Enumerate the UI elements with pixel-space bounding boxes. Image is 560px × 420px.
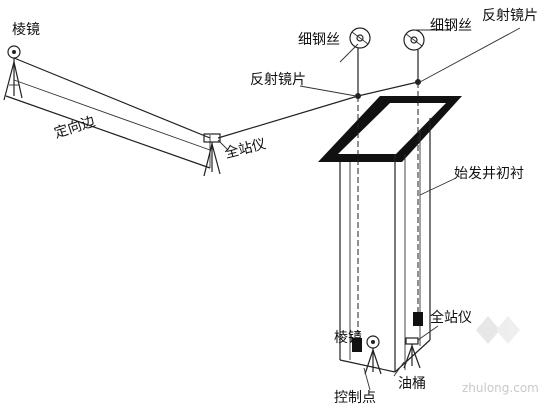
- wire-reel-icon: [403, 29, 425, 82]
- sight-line-to-reflector: [217, 81, 419, 139]
- watermark-text: zhulong.com: [462, 381, 539, 395]
- label-steel-wire-1: 细钢丝: [298, 32, 340, 48]
- total-station-tripod-icon: [203, 133, 221, 177]
- label-prism-bottom: 棱镜: [334, 330, 362, 346]
- label-shaft-lining: 始发井初衬: [454, 165, 524, 182]
- label-reflector-mid: 反射镜片: [250, 72, 306, 88]
- label-oil-drum: 油桶: [398, 376, 426, 392]
- oil-drum-icon: [352, 312, 423, 352]
- prism-tripod-icon: [3, 45, 23, 101]
- label-reflector-top: 反射镜片: [482, 8, 538, 24]
- total-station-tripod-icon: [403, 325, 439, 369]
- label-total-station-top: 全站仪: [223, 135, 268, 162]
- shaft-walls: [339, 118, 431, 373]
- label-control-point: 控制点: [334, 390, 376, 406]
- prism-tripod-icon: [364, 335, 382, 375]
- zhulong-logo-icon: [476, 316, 520, 344]
- shaft-collar: [318, 96, 462, 162]
- label-orientation-edge: 定向边: [52, 114, 97, 142]
- label-steel-wire-2: 细钢丝: [430, 18, 472, 34]
- plumb-wires: [357, 82, 419, 352]
- orientation-edge-lines: [5, 57, 211, 169]
- label-prism-top: 棱镜: [12, 22, 40, 38]
- label-total-station-bottom: 全站仪: [430, 309, 472, 326]
- leader-lines: [217, 27, 521, 391]
- wire-reel-icon: [349, 27, 371, 94]
